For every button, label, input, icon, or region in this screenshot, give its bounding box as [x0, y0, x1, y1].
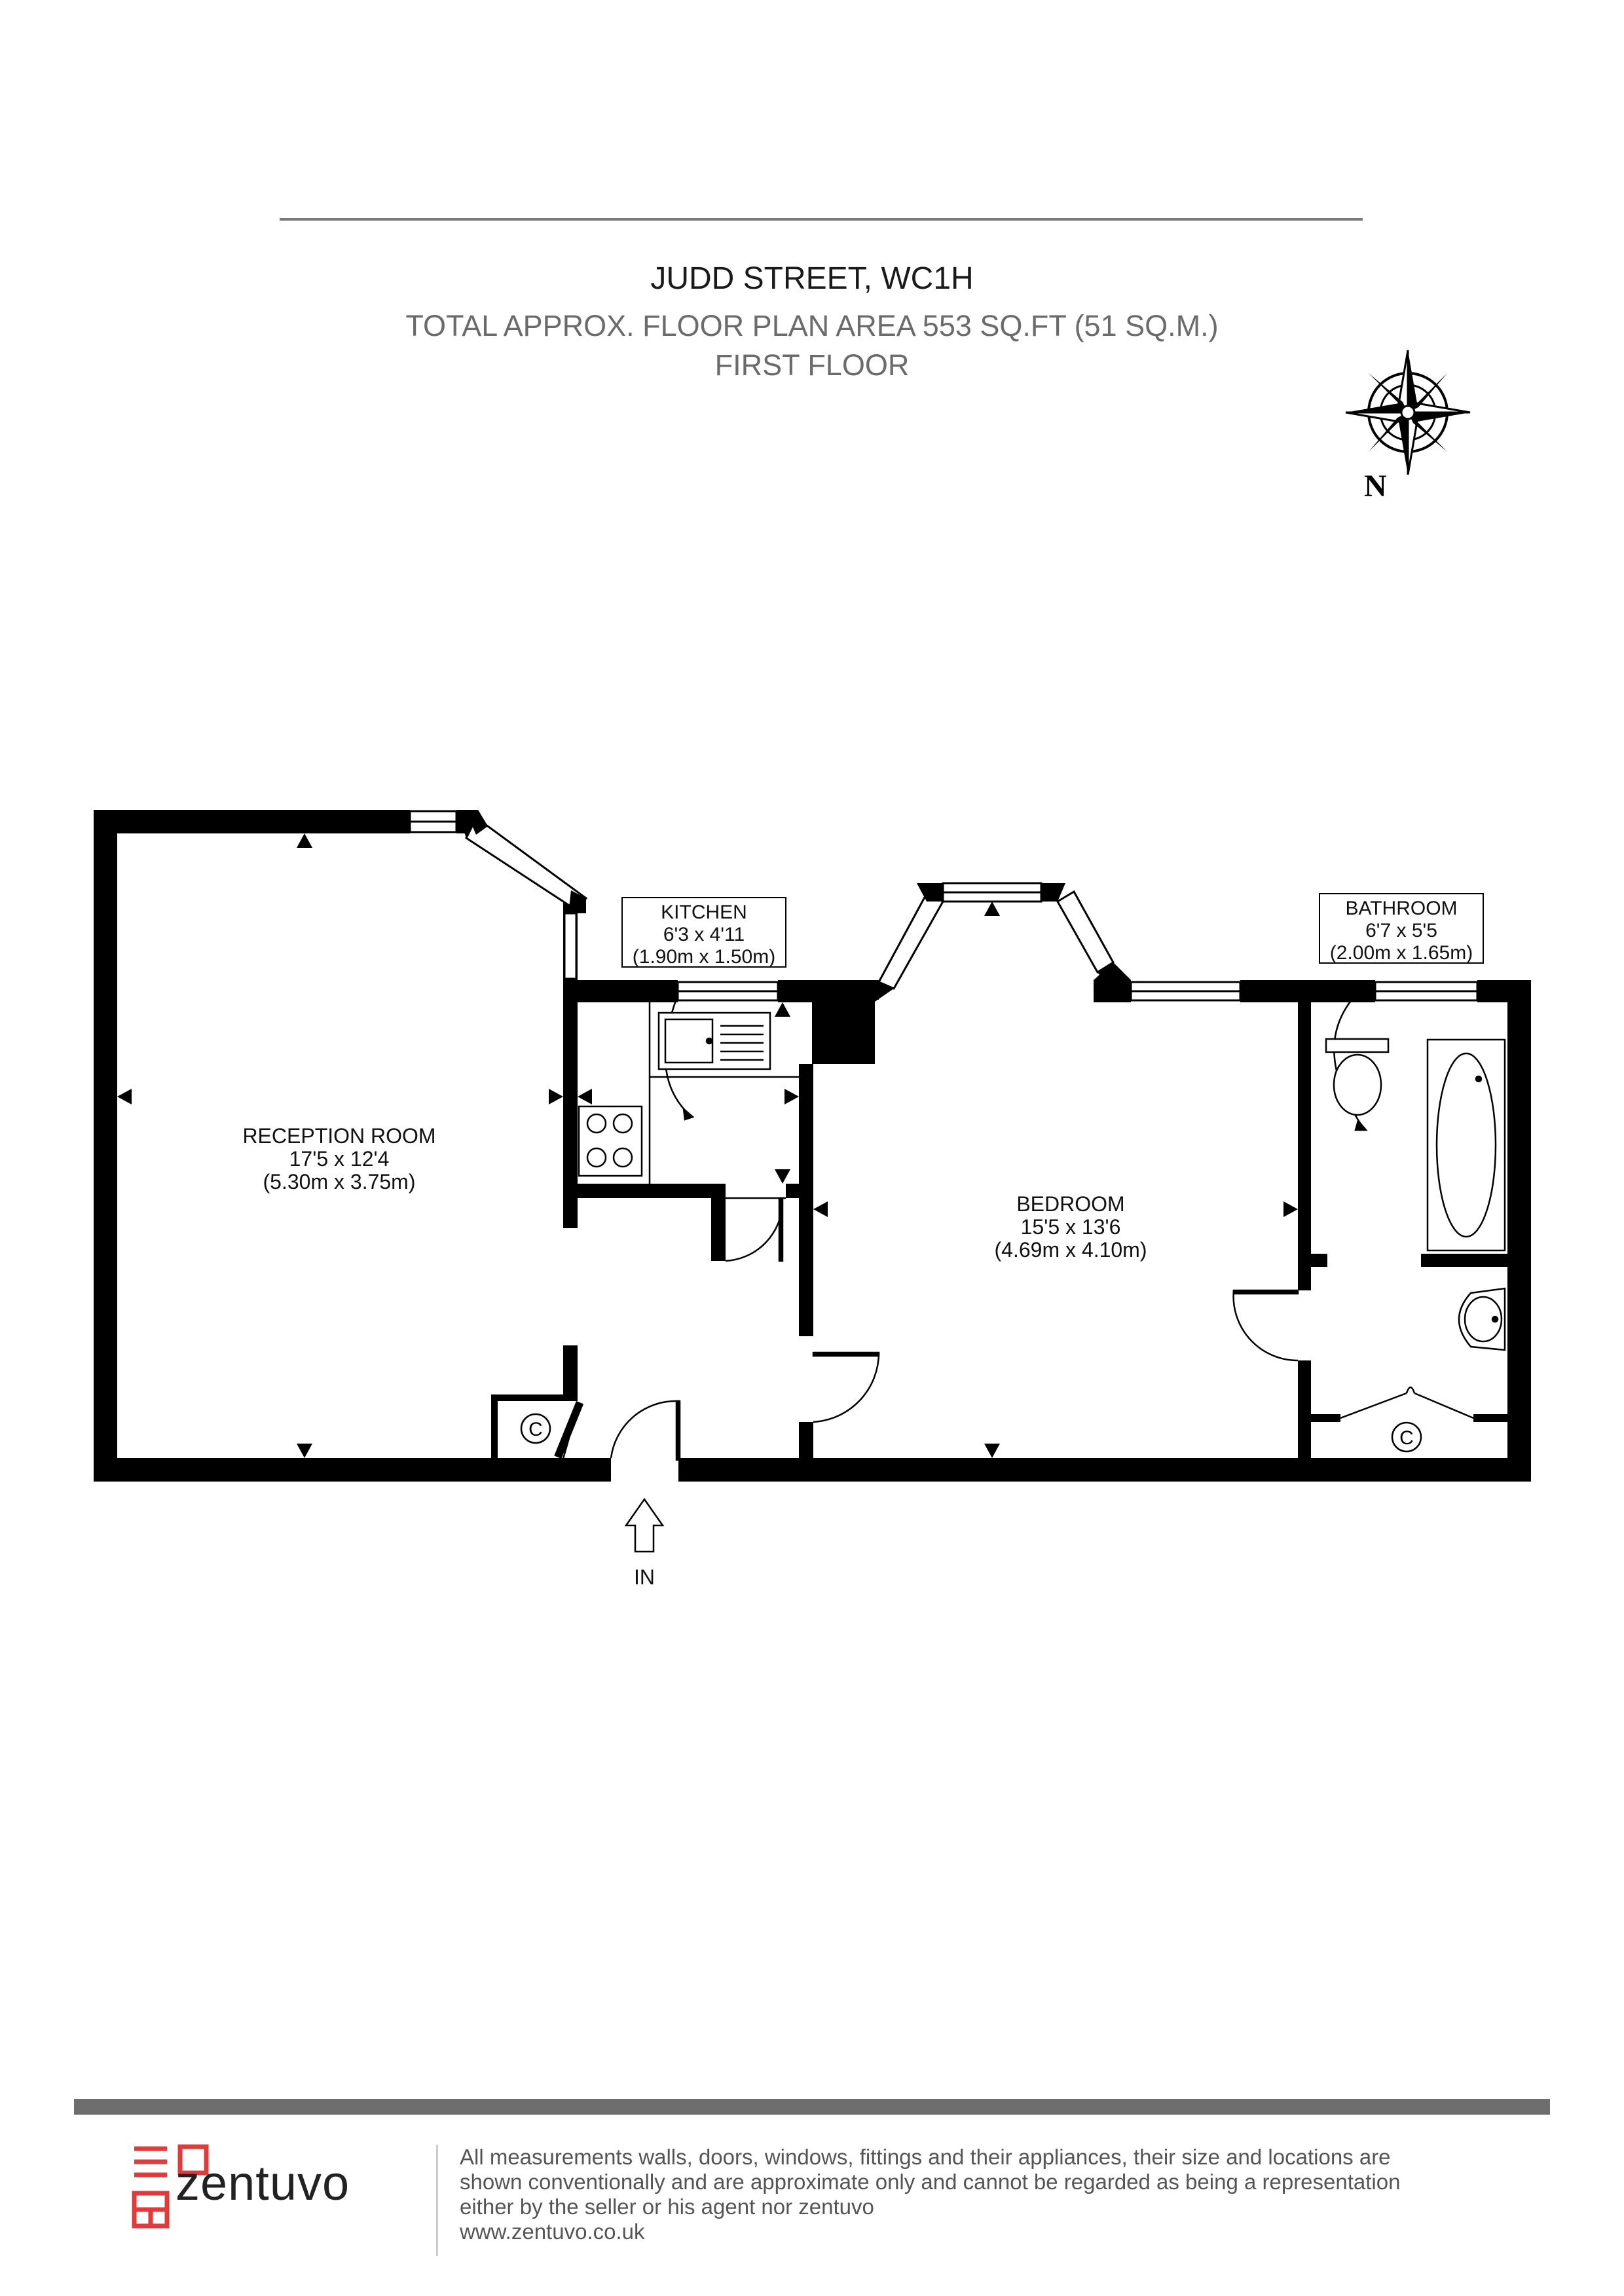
reception-name: RECEPTION ROOM: [242, 1124, 435, 1148]
kitchen-name: KITCHEN: [661, 902, 747, 923]
dimension-markers: [117, 833, 1298, 1458]
disclaimer-line: All measurements walls, doors, windows, …: [460, 2145, 1391, 2169]
bathroom-imperial: 6'7 x 5'5: [1365, 920, 1437, 941]
bedroom-name: BEDROOM: [1016, 1192, 1124, 1216]
bathroom-name: BATHROOM: [1345, 898, 1457, 919]
bedroom-metric: (4.69m x 4.10m): [995, 1238, 1147, 1262]
disclaimer-line: shown conventionally and are approximate…: [460, 2170, 1401, 2194]
floor-level: FIRST FLOOR: [714, 348, 910, 382]
reception-metric: (5.30m x 3.75m): [263, 1170, 416, 1194]
cupboards: C C: [520, 1413, 1422, 1453]
header-rule: [280, 218, 1363, 221]
floor-area: TOTAL APPROX. FLOOR PLAN AREA 553 SQ.FT …: [405, 309, 1219, 342]
hob-icon: [578, 1105, 643, 1177]
zentuvo-logo-icon: [132, 2144, 209, 2229]
website-link[interactable]: www.zentuvo.co.uk: [460, 2219, 645, 2244]
bay-windows: [465, 810, 1131, 1002]
kitchen-imperial: 6'3 x 4'11: [663, 924, 745, 945]
compass-north-label: N: [1364, 469, 1387, 503]
cupboard-reception-label: C: [528, 1419, 543, 1440]
cupboard-bathroom-icon: [1391, 1421, 1422, 1453]
entrance-arrow-icon: [624, 1497, 665, 1553]
windows: [409, 810, 1479, 1002]
bedroom-imperial: 15'5 x 13'6: [1021, 1215, 1121, 1239]
bathroom-metric: (2.00m x 1.65m): [1330, 942, 1473, 964]
toilet-cistern-icon: [1325, 1038, 1390, 1053]
cupboard-reception-icon: [520, 1413, 551, 1444]
toilet-bowl-icon: [1333, 1053, 1382, 1116]
disclaimer: All measurements walls, doors, windows, …: [460, 2145, 1481, 2244]
footer-divider: [436, 2145, 438, 2256]
disclaimer-line: either by the seller or his agent nor ze…: [460, 2195, 874, 2219]
cupboard-bathroom-label: C: [1399, 1427, 1414, 1449]
kitchen-label-box: [621, 897, 786, 968]
brand-name: zentuvo: [175, 2156, 350, 2210]
footer-rule: [74, 2099, 1550, 2115]
kitchen-metric: (1.90m x 1.50m): [633, 946, 775, 968]
entrance-label: IN: [634, 1565, 655, 1589]
doors: [562, 1197, 1474, 1461]
bathroom-label-box: [1319, 893, 1484, 964]
walls: [94, 810, 1531, 1482]
reception-imperial: 17'5 x 12'4: [289, 1147, 390, 1171]
property-address: JUDD STREET, WC1H: [650, 261, 974, 296]
kitchen-fittings: [578, 1002, 799, 1184]
compass-rose-icon: [1345, 350, 1471, 475]
cupboard-door-leaf: [554, 1401, 584, 1459]
bathroom-fittings: [1325, 1038, 1506, 1351]
